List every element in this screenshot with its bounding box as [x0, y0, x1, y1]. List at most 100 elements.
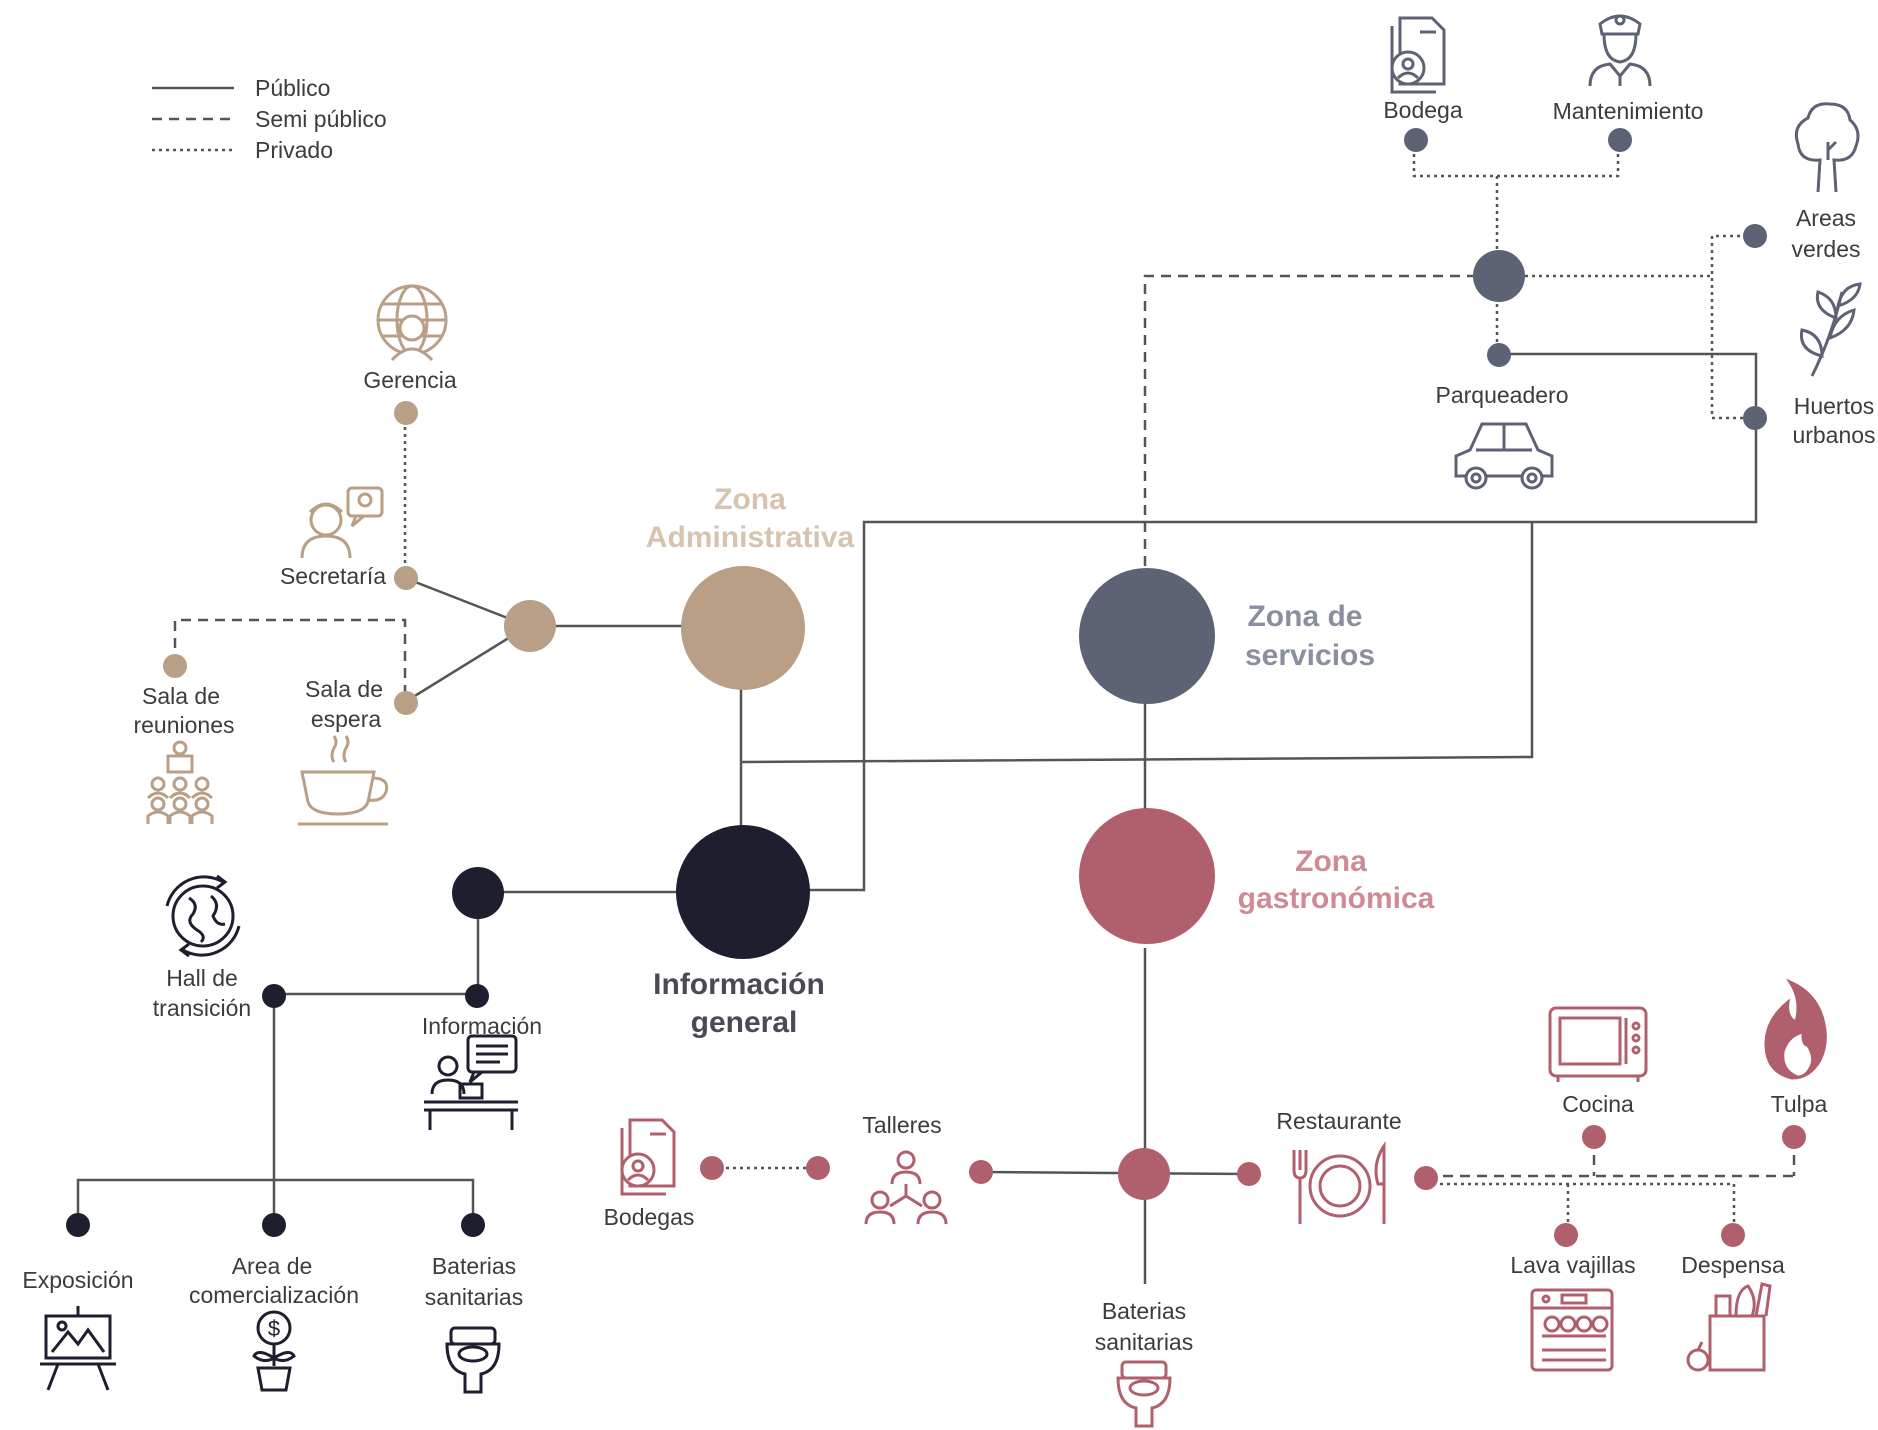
mantenimiento-label: Mantenimiento [1553, 98, 1704, 124]
restaurante-label: Restaurante [1276, 1108, 1401, 1134]
link-talleres-restaurante [980, 1170, 1249, 1176]
secretary-icon [300, 486, 384, 559]
zone-administrativa-title-2: Administrativa [646, 521, 855, 554]
dishwasher-icon [1530, 1288, 1614, 1372]
zone-informacion-title-2: general [691, 1006, 798, 1039]
huertos-label-1: Huertos [1794, 393, 1875, 419]
bodegas-node [700, 1156, 724, 1180]
hall-node [262, 984, 286, 1008]
link-verdes-huertos [1710, 234, 1754, 420]
despensa-node [1721, 1223, 1745, 1247]
informacion-node [465, 984, 489, 1008]
cocina-node [1582, 1125, 1606, 1149]
zone-gastronomica-title-1: Zona [1295, 845, 1367, 878]
zone-informacion-node [676, 825, 810, 959]
comercializacion-node [262, 1213, 286, 1237]
exposicion-node [66, 1213, 90, 1237]
baterias-info-node [461, 1213, 485, 1237]
bodega-node [1404, 128, 1428, 152]
gerencia-label: Gerencia [363, 367, 457, 393]
sala-reuniones-label-1: Sala de [142, 683, 220, 709]
link-admin-parqueadero [740, 522, 1534, 764]
hall-label-1: Hall de [166, 965, 238, 991]
tree-icon [1794, 102, 1860, 193]
parqueadero-node [1487, 343, 1511, 367]
dinner-plate-icon [1292, 1141, 1386, 1224]
info-hub-node [452, 867, 504, 919]
team-icon [864, 1150, 948, 1225]
baterias-gastro-label-2: sanitarias [1095, 1329, 1193, 1355]
comercializacion-label-2: comercialización [189, 1282, 359, 1308]
bodegas-label: Bodegas [604, 1204, 695, 1230]
comercializacion-label-1: Area de [232, 1253, 313, 1279]
flame-icon [1764, 978, 1827, 1080]
globe-icon [165, 874, 241, 958]
mantenimiento-node [1608, 128, 1632, 152]
car-icon [1454, 422, 1554, 490]
svg-text:$: $ [268, 1316, 280, 1341]
lava-vajillas-label: Lava vajillas [1510, 1252, 1635, 1278]
huertos-node [1743, 406, 1767, 430]
areas-verdes-label-1: Areas [1796, 205, 1856, 231]
link-bodega-mantenimiento [1412, 140, 1620, 178]
money-plant-icon: $ [252, 1310, 296, 1392]
talleres-label: Talleres [862, 1112, 941, 1138]
lava-vajillas-node [1554, 1223, 1578, 1247]
link-reuniones-espera [173, 618, 407, 702]
sala-reuniones-label-2: reuniones [133, 712, 234, 738]
grocery-bag-icon [1686, 1282, 1772, 1372]
services-hub-node [1473, 250, 1525, 302]
talleres-left-node [806, 1156, 830, 1180]
coffee-icon [298, 735, 389, 826]
baterias-info-label-1: Baterias [432, 1253, 516, 1279]
cocina-label: Cocina [1562, 1091, 1634, 1117]
areas-verdes-label-2: verdes [1791, 236, 1860, 262]
zone-administrativa-title-1: Zona [714, 483, 786, 516]
gastro-hub-node [1118, 1148, 1170, 1200]
toilet-icon [445, 1326, 501, 1394]
plant-icon [1799, 282, 1862, 377]
baterias-info-label-2: sanitarias [425, 1284, 523, 1310]
restaurante-left-node [1237, 1162, 1261, 1186]
zone-administrativa-node [681, 566, 805, 690]
link-info-huertos [808, 352, 1758, 892]
toilet-icon [1116, 1360, 1172, 1428]
baterias-gastro-label-1: Baterias [1102, 1298, 1186, 1324]
legend-semipublic-label: Semi público [255, 106, 387, 132]
sala-espera-label-1: Sala de [305, 676, 383, 702]
zone-servicios-title-1: Zona de [1247, 600, 1362, 633]
tulpa-node [1782, 1125, 1806, 1149]
huertos-label-2: urbanos [1792, 422, 1875, 448]
areas-verdes-node [1743, 224, 1767, 248]
microwave-icon [1548, 1006, 1648, 1082]
meeting-icon [146, 740, 214, 824]
link-servicios-hub [1143, 274, 1497, 566]
zone-servicios-title-2: servicios [1245, 639, 1375, 672]
legend: Público Semi público Privado [152, 75, 387, 163]
secretaria-label: Secretaría [280, 563, 386, 589]
easel-icon [40, 1306, 116, 1391]
sala-espera-label-2: espera [311, 706, 382, 732]
worker-icon [1588, 14, 1652, 87]
restaurante-right-node [1414, 1166, 1438, 1190]
hall-label-2: transición [153, 995, 251, 1021]
despensa-label: Despensa [1681, 1252, 1785, 1278]
legend-private-label: Privado [255, 137, 333, 163]
files-icon [1390, 16, 1446, 94]
link-exposicion-baterias [76, 1178, 475, 1224]
bodega-label: Bodega [1383, 97, 1463, 123]
zone-gastronomica-title-2: gastronómica [1238, 882, 1435, 915]
zone-informacion-title-1: Información [653, 968, 825, 1001]
admin-hub-node [504, 600, 556, 652]
zone-gastronomica-node [1079, 808, 1215, 944]
zone-servicios-node [1079, 568, 1215, 704]
parqueadero-label: Parqueadero [1436, 382, 1569, 408]
sala-reuniones-node [163, 654, 187, 678]
reception-desk-icon [424, 1034, 518, 1130]
exposicion-label: Exposición [22, 1267, 133, 1293]
files-icon [620, 1118, 676, 1196]
globe-person-icon [376, 284, 448, 362]
legend-public-label: Público [255, 75, 330, 101]
gerencia-node [394, 401, 418, 425]
